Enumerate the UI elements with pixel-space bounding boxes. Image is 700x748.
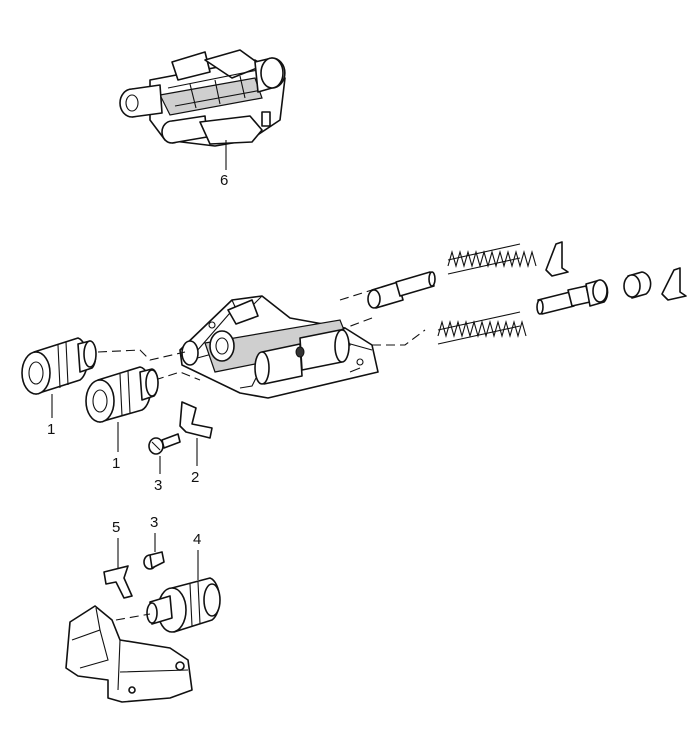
compression-spring-upper[interactable]: [447, 243, 537, 275]
callout-2: 2: [191, 469, 199, 486]
compression-spring-lower[interactable]: [437, 311, 527, 345]
assembly-line: [339, 289, 373, 331]
solenoid-valve-part-4[interactable]: [146, 577, 221, 633]
callout-6: 6: [220, 172, 228, 189]
retaining-bracket-part-2[interactable]: [179, 401, 213, 439]
mounting-bracket[interactable]: [65, 605, 193, 703]
assembly-line: [372, 329, 426, 346]
valve-piston-upper[interactable]: [367, 271, 436, 309]
retaining-clip-lower[interactable]: [661, 267, 687, 301]
end-plug[interactable]: [623, 271, 652, 299]
retaining-bracket-part-5[interactable]: [103, 565, 133, 599]
screw-part-3-first[interactable]: [148, 433, 181, 455]
screw-part-3-second[interactable]: [143, 551, 165, 570]
valve-body-housing[interactable]: [179, 295, 379, 399]
valve-piston-lower[interactable]: [536, 279, 609, 315]
assembly-line: [115, 613, 151, 621]
assembly-line: [97, 349, 186, 361]
callout-3-first: 3: [154, 477, 162, 494]
callout-4: 4: [193, 531, 201, 548]
callout-5: 5: [112, 519, 120, 536]
retaining-clip-upper[interactable]: [545, 241, 569, 277]
valve-body-assembly-part-6[interactable]: [119, 49, 286, 147]
callout-1-second: 1: [112, 455, 120, 472]
callout-1-first: 1: [47, 421, 55, 438]
callout-3-second: 3: [150, 514, 158, 531]
solenoid-valve-part-1-first[interactable]: [21, 337, 97, 395]
solenoid-valve-part-1-second[interactable]: [85, 366, 159, 423]
assembly-line: [154, 371, 201, 381]
